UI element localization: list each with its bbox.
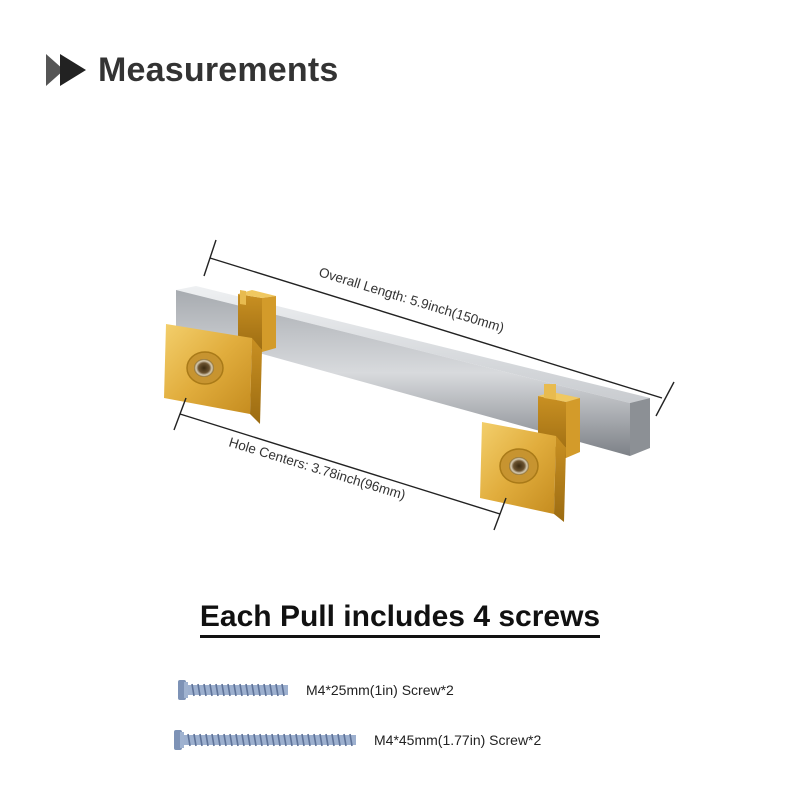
section-header: Measurements bbox=[46, 48, 339, 92]
pull-bar bbox=[176, 286, 650, 456]
includes-title: Each Pull includes 4 screws bbox=[199, 600, 601, 638]
hole-centers-label: Hole Centers: 3.78inch(96mm) bbox=[227, 435, 407, 503]
page-title: Measurements bbox=[98, 50, 339, 89]
hole-centers-dimension: Hole Centers: 3.78inch(96mm) bbox=[173, 397, 507, 531]
product-diagram: Overall Length: 5.9inch(150mm) Hole bbox=[164, 239, 675, 531]
short-screw-icon bbox=[178, 680, 288, 700]
screw-item-long: M4*45mm(1.77in) Screw*2 bbox=[174, 726, 541, 754]
short-screw-label: M4*25mm(1in) Screw*2 bbox=[306, 682, 454, 698]
long-screw-label: M4*45mm(1.77in) Screw*2 bbox=[374, 732, 542, 748]
right-mount bbox=[480, 384, 580, 522]
double-triangle-arrow-icon bbox=[46, 54, 86, 86]
left-mount bbox=[164, 290, 276, 424]
includes-heading: Each Pull includes 4 screws bbox=[0, 600, 800, 638]
screw-item-short: M4*25mm(1in) Screw*2 bbox=[178, 676, 454, 704]
long-screw-icon bbox=[174, 730, 356, 750]
